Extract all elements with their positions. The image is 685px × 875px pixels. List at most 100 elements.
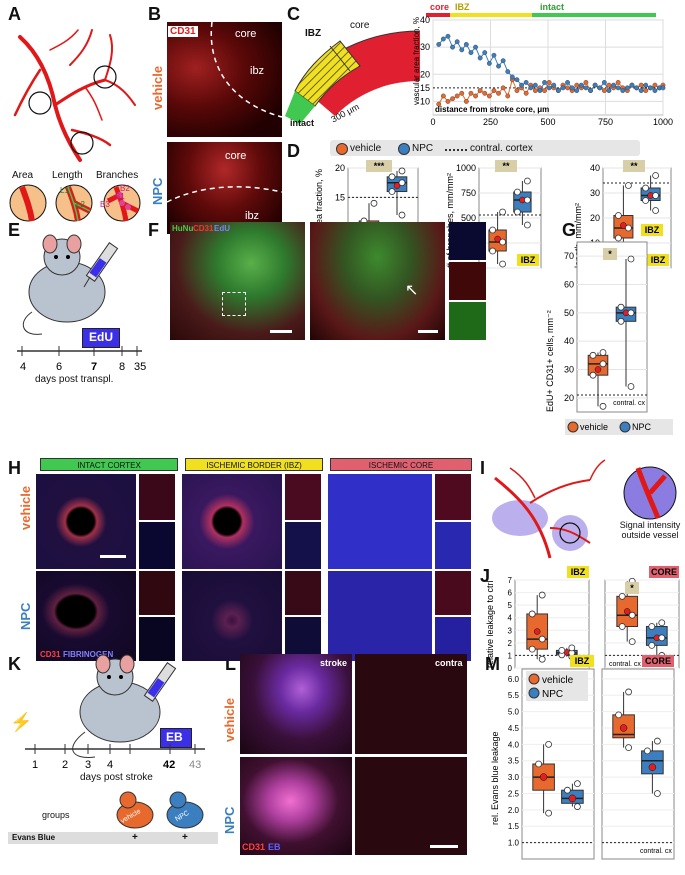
vessel-tree-diagram [13,29,136,162]
y-tick-label: 30 [420,42,430,52]
eb-badge [160,728,192,748]
y-tick-label: 3.0 [508,773,520,782]
y-tick-label: 40 [564,336,574,346]
legend-bg [565,419,673,435]
mean-vehicle [533,628,541,635]
data-point-vehicle [628,638,636,645]
data-point-NPC [388,173,396,181]
point-vehicle [565,85,570,91]
tag-j-0: IBZ [571,567,586,577]
panel-label-c: C [287,4,300,24]
y-tick-label: 3 [508,626,513,635]
data-point-NPC [648,641,656,649]
l-scale-bar [430,845,458,848]
vehicle-cd31-micrograph [167,22,282,137]
point-NPC [629,82,635,88]
point-vehicle [454,93,460,99]
y-tick-label: 750 [461,188,476,198]
y-tick-label: 1 [508,651,513,660]
data-point-NPC [574,780,581,788]
legend-npc: NPC [632,422,652,432]
l2-label: L2 [76,200,85,209]
h-core-vehicle-fib [435,522,471,569]
data-point-vehicle [615,212,622,219]
evans-plus-vehicle: + [132,832,138,843]
point-vehicle [523,90,529,96]
sig-d2-bg [495,160,517,172]
b3-label: B3 [100,200,110,209]
data-point-vehicle [545,740,552,748]
point-NPC [574,88,580,93]
data-point-NPC [648,623,656,630]
f-cd31-label: CD31 [193,224,214,233]
point-NPC [519,82,524,88]
point-vehicle [574,82,580,88]
svg-text:4: 4 [20,361,26,373]
point-NPC [463,42,469,47]
point-NPC [440,36,446,42]
data-point-vehicle [538,591,546,599]
legend-contra-line [445,149,467,151]
point-vehicle [542,88,547,93]
y-tick-label: 6.0 [508,675,520,684]
panel-label-l: L [225,654,236,674]
data-point-NPC [398,167,406,175]
h-core-npc [328,571,432,661]
evans-plus-npc: + [182,832,188,843]
sig-j-bg [625,582,639,594]
h-intact-vehicle-cd31 [139,474,175,520]
point-NPC [583,85,589,91]
x-tick-label: 750 [598,117,613,127]
b2-label: B2 [120,184,130,193]
point-vehicle [583,80,589,85]
data-point-NPC [652,172,659,179]
h-ibz-vehicle-fib [285,522,321,569]
svg-text:35: 35 [134,361,146,373]
point-vehicle [505,93,511,99]
data-point-vehicle [499,238,506,246]
y-axis-title: relative leakage to ctrl [485,580,495,668]
sig-j: * [630,583,634,593]
y-tick-label: 1.5 [508,822,520,831]
y-tick-label: 6 [508,589,513,598]
y-tick-label: 60 [564,280,574,290]
c-intact-label: intact [290,118,315,128]
data-point-vehicle [628,611,636,619]
data-point-NPC [617,317,625,325]
h-ibz-npc [182,571,282,661]
timeline-axis: 4 6 7 8 35 [17,346,146,373]
h-ibz-npc-cd31 [285,571,321,615]
h-intact-header: INTACT CORTEX [40,458,178,471]
e-xlabel: days post transpl. [35,374,114,385]
tag-d3: IBZ [651,255,666,265]
sig-g-bg [603,248,617,260]
data-point-NPC [524,196,531,204]
data-point-NPC [658,619,666,627]
point-NPC [459,47,465,53]
h-ibz-vehicle-cd31 [285,474,321,520]
point-vehicle [601,88,607,93]
point-NPC [542,80,547,85]
data-point-NPC [617,303,625,311]
legend-npc-swatch [619,421,631,433]
point-NPC [491,52,497,58]
data-point-NPC [643,747,651,755]
point-NPC [482,50,488,55]
h-cd31-label: CD31 [40,650,61,659]
data-point-vehicle [499,208,506,216]
tag-m-1-bg [642,655,674,667]
y-tick-label: 4 [508,614,513,623]
y-tick-label: 20 [590,213,600,223]
y-axis-title: EdU+ CD31+ cells, mm⁻² [545,310,555,412]
l1-label: L1 [60,186,69,195]
k-timeline-axis: 1 2 3 4 42 43 [25,744,205,771]
tag-j-1-bg [649,566,679,578]
y-tick-label: 5.5 [508,691,520,700]
npc-border-line [166,186,283,203]
legend-vehicle-swatch [567,421,579,433]
l-cd31-label: CD31 [242,842,266,852]
tag-j-1: CORE [651,567,677,577]
data-point-vehicle [615,711,623,719]
tag-g-bg [641,224,663,236]
f-cd31-channel [449,262,486,300]
